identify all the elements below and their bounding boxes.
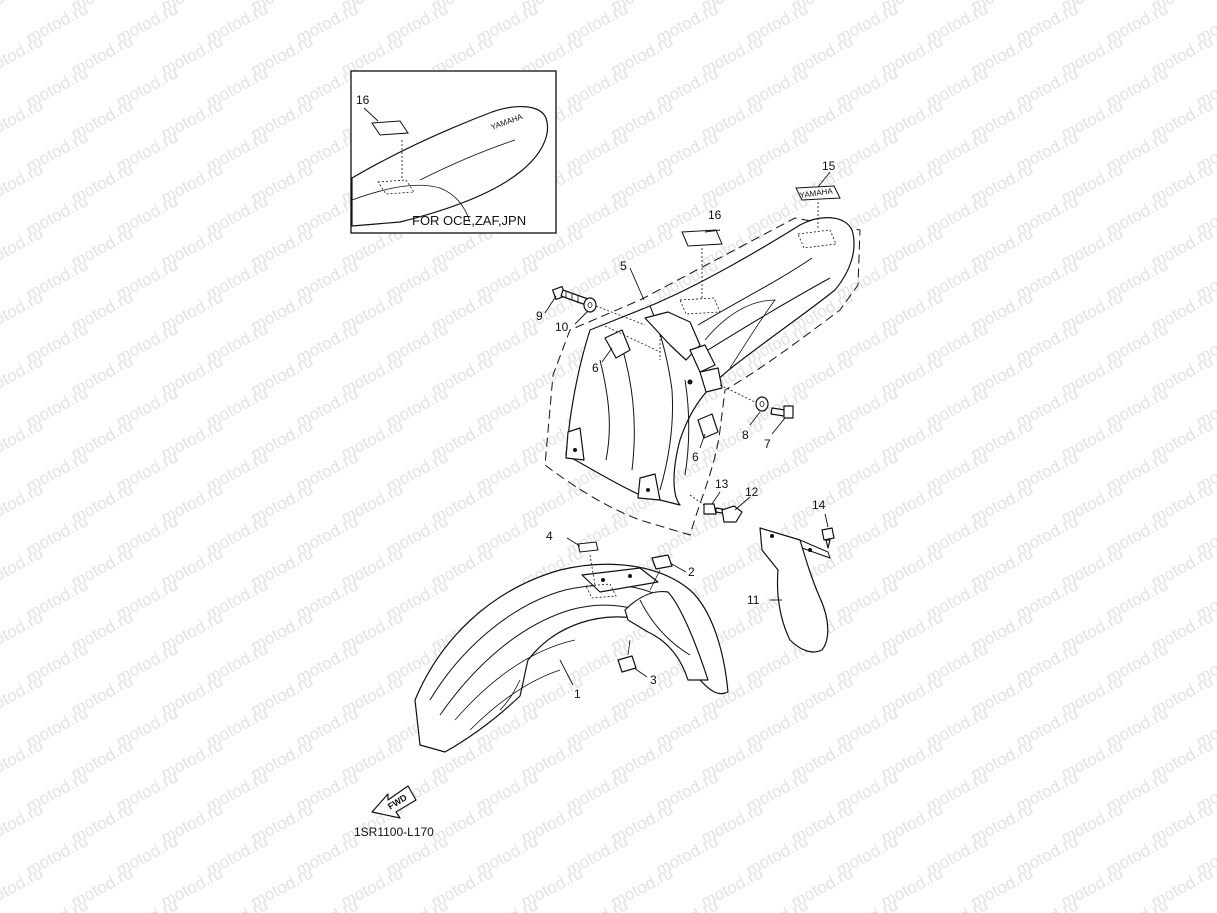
watermark-text: motod.ru [203, 895, 271, 913]
watermark-text: motod.ru [23, 895, 91, 913]
watermark-text: motod.ru [1103, 895, 1171, 913]
watermark-text: motod.ru [0, 863, 46, 911]
callout-2: 2 [688, 565, 695, 579]
watermark-text: motod.ru [0, 479, 46, 527]
front-fender-group [414, 541, 729, 753]
watermark-text: motod.ru [0, 415, 46, 463]
callout-9: 9 [536, 309, 543, 323]
watermark-text: motod.ru [113, 895, 181, 913]
callout-5: 5 [620, 259, 627, 273]
diagram-code: 1SR1100-L170 [354, 825, 434, 839]
watermark-text: motod.ru [0, 351, 46, 399]
callout-4: 4 [546, 529, 553, 543]
watermark-text: motod.ru [0, 607, 46, 655]
watermark-text: motod.ru [563, 895, 631, 913]
callout-12: 12 [745, 485, 759, 499]
callout-3: 3 [650, 673, 657, 687]
watermark-text: motod.ru [743, 895, 811, 913]
callout-6a: 6 [592, 361, 599, 375]
watermark-text: motod.ru [1013, 895, 1081, 913]
watermark-text: motod.ru [0, 31, 46, 79]
inset-callout-16: 16 [356, 93, 370, 107]
watermark-text: motod.ru [0, 159, 46, 207]
watermark-text: motod.ru [0, 223, 46, 271]
callout-14: 14 [812, 498, 826, 512]
leader-lines [544, 171, 831, 686]
fwd-arrow-icon: FWD [371, 785, 417, 819]
callout-7: 7 [764, 437, 771, 451]
callout-1: 1 [574, 687, 581, 701]
watermark-text: motod.ru [0, 95, 46, 143]
callout-8: 8 [742, 428, 749, 442]
callout-6b: 6 [692, 450, 699, 464]
watermark-text: motod.ru [0, 543, 46, 591]
callout-15: 15 [822, 159, 836, 173]
rear-fender-group: YAMAHA [544, 185, 861, 536]
inset-note: FOR OCE,ZAF,JPN [412, 213, 526, 228]
watermark-text: motod.ru [0, 0, 46, 16]
watermark-text: motod.ru [653, 895, 721, 913]
watermark-text: motod.ru [293, 895, 361, 913]
watermark-text: motod.ru [0, 671, 46, 719]
callout-11: 11 [747, 593, 760, 607]
mud-flap-group [759, 527, 835, 653]
callout-16: 16 [708, 208, 722, 222]
watermark-text: motod.ru [473, 895, 541, 913]
watermark-text: motod.ru [0, 287, 46, 335]
watermark-text: motod.ru [833, 895, 901, 913]
watermark-text: motod.ru [1193, 895, 1217, 913]
watermark-text: motod.ru [383, 895, 451, 913]
watermark-text: motod.ru [0, 799, 46, 847]
callout-13: 13 [715, 477, 729, 491]
callout-10: 10 [555, 320, 569, 334]
watermark-text: motod.ru [923, 895, 991, 913]
watermark-text: motod.ru [0, 735, 46, 783]
inset-box: YAMAHA 16 FOR OCE,ZAF,JPN [350, 70, 557, 234]
callouts: 1 2 3 4 5 6 6 7 8 9 10 11 12 13 14 15 16 [536, 159, 836, 701]
